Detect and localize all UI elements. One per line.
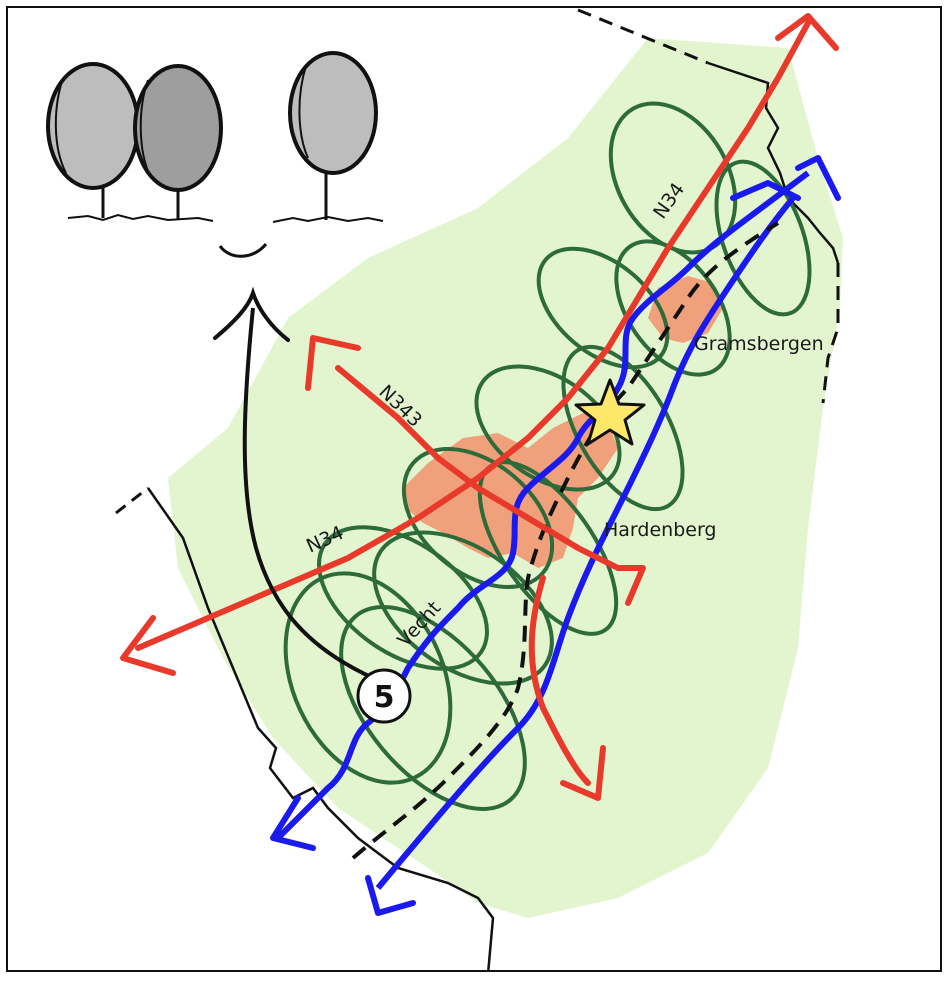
meander-loops xyxy=(283,101,812,811)
road-arrow-northwest-icon xyxy=(305,335,361,391)
border-dashed-right xyxy=(821,263,840,404)
star-icon xyxy=(574,378,646,446)
map-canvas: 5 N34 N34 N343 Vecht Hardenberg Gramsber… xyxy=(46,8,843,970)
border-dashed-top xyxy=(577,8,709,65)
river-secondary-line xyxy=(375,196,796,890)
map-frame: 5 N34 N34 N343 Vecht Hardenberg Gramsber… xyxy=(6,6,942,972)
viewpoint-arrow-icon xyxy=(242,307,374,680)
road-arrow-west-icon xyxy=(120,615,176,676)
river-arrow-southwest-icon xyxy=(270,795,316,851)
viewpoint-arrowhead-icon xyxy=(213,286,290,342)
river-arrow-south-icon xyxy=(365,875,416,916)
label-town-hardenberg: Hardenberg xyxy=(604,519,717,541)
river-arrow-northeast-icon xyxy=(730,155,841,201)
valley-curve xyxy=(218,242,268,258)
tree-icon xyxy=(46,62,140,218)
border-solid-left xyxy=(146,487,495,970)
road-n343 xyxy=(335,365,621,571)
marker-number: 5 xyxy=(374,680,395,715)
road-arrow-north-icon xyxy=(775,13,839,51)
road-south-branch xyxy=(528,575,591,786)
road-n34-main xyxy=(135,20,811,651)
tree-icon xyxy=(288,51,378,220)
road-arrow-south-icon xyxy=(560,745,606,801)
town-hardenberg-area xyxy=(403,413,618,568)
river-vecht-line xyxy=(275,170,810,841)
ground-line xyxy=(67,213,384,223)
label-town-gramsbergen: Gramsbergen xyxy=(694,333,824,355)
road-arrow-east-icon xyxy=(615,565,646,606)
viewpoint-marker-5[interactable]: 5 xyxy=(356,668,412,724)
tree-icon xyxy=(133,64,223,220)
border-dashed-left xyxy=(115,486,149,515)
